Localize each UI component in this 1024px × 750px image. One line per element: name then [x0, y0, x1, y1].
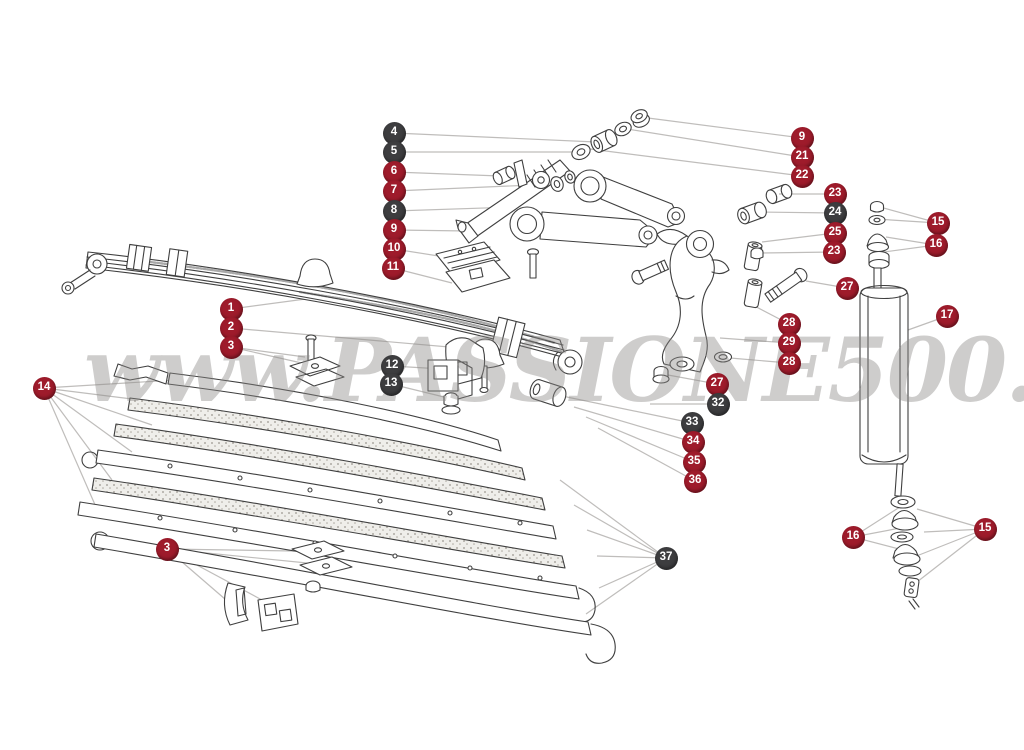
part-marker-29: 29	[777, 331, 801, 355]
part-marker-7: 7	[382, 179, 406, 203]
part-marker-28: 28	[777, 312, 801, 336]
part-marker-25: 25	[823, 221, 847, 245]
part-marker-34: 34	[681, 430, 705, 454]
pivot-washer-stack	[571, 109, 650, 161]
part-marker-1: 1	[219, 297, 243, 321]
part-marker-15: 15	[973, 517, 997, 541]
knuckle-bolts	[631, 183, 808, 384]
part-marker-23: 23	[822, 240, 846, 264]
part-marker-14: 14	[32, 376, 56, 400]
control-arms	[509, 169, 686, 279]
upper-leaf-spring	[61, 243, 583, 375]
part-marker-3: 3	[219, 335, 243, 359]
part-marker-36: 36	[683, 469, 707, 493]
part-marker-24: 24	[823, 201, 847, 225]
part-marker-9: 9	[382, 218, 406, 242]
part-marker-4: 4	[382, 121, 406, 145]
knuckle-upright	[656, 228, 730, 373]
leaf-stack	[77, 363, 616, 664]
part-marker-15: 15	[926, 211, 950, 235]
part-marker-10: 10	[382, 237, 406, 261]
part-marker-27: 27	[835, 276, 859, 300]
part-marker-23: 23	[823, 182, 847, 206]
part-marker-22: 22	[790, 164, 814, 188]
part-marker-2: 2	[219, 316, 243, 340]
part-marker-32: 32	[706, 392, 730, 416]
part-marker-35: 35	[682, 450, 706, 474]
rear-bushing	[529, 379, 567, 407]
part-marker-5: 5	[382, 140, 406, 164]
tie-link	[455, 159, 576, 244]
part-marker-11: 11	[381, 256, 405, 280]
part-marker-27: 27	[705, 372, 729, 396]
part-marker-3: 3	[155, 537, 179, 561]
center-bolt-plate	[289, 334, 345, 387]
spring-clamp-hardware	[223, 540, 353, 632]
part-marker-37: 37	[654, 546, 678, 570]
part-marker-28: 28	[777, 351, 801, 375]
part-marker-16: 16	[924, 233, 948, 257]
part-marker-12: 12	[380, 354, 404, 378]
part-marker-17: 17	[935, 304, 959, 328]
part-marker-9: 9	[790, 126, 814, 150]
part-marker-33: 33	[680, 411, 704, 435]
bump-stop-and-bracket	[427, 337, 505, 415]
spring-pad-plates	[435, 241, 511, 293]
part-marker-16: 16	[841, 525, 865, 549]
part-marker-6: 6	[382, 160, 406, 184]
shock-absorber	[859, 200, 922, 610]
part-marker-21: 21	[790, 145, 814, 169]
part-marker-13: 13	[379, 372, 403, 396]
part-marker-8: 8	[382, 199, 406, 223]
